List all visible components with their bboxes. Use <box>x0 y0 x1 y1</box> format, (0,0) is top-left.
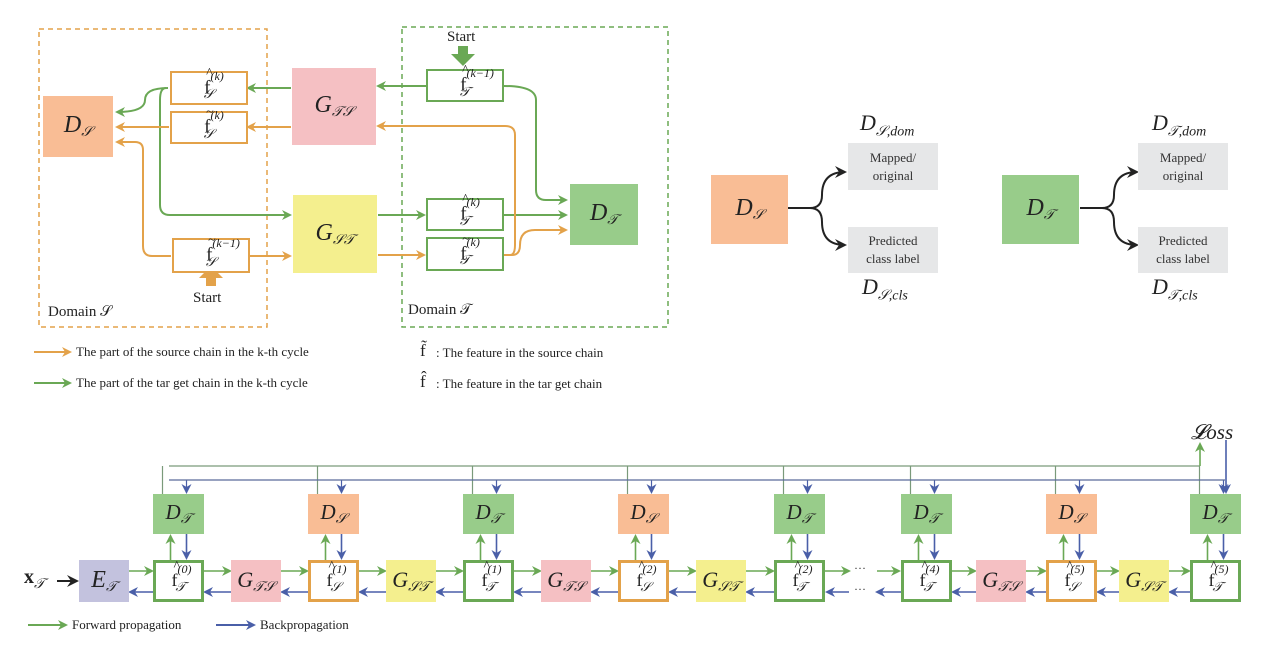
gts-generator-box: G𝒯𝒮 <box>541 560 591 602</box>
gts-generator-box: G𝒯𝒮 <box>292 68 376 145</box>
loss-label: 𝓛oss <box>1191 420 1234 444</box>
dt-discriminator-box: D𝒯 <box>463 494 514 534</box>
dt-discriminator-box: D𝒯 <box>570 184 638 245</box>
start-arrow-source <box>199 266 223 286</box>
feature-target-box: ^f(2)𝒯 <box>774 560 825 602</box>
legend-tilde-glyph: f̃ <box>420 341 426 360</box>
dt-cls-label: D𝒯,cls <box>1152 274 1198 304</box>
feature-ft-hat-km1: ^f(k−1)𝒯 <box>426 64 504 102</box>
domain-s-label: Domain 𝒮 <box>48 304 112 320</box>
feature-target-box: ^f(0)𝒯 <box>153 560 204 602</box>
dt-discriminator-box: D𝒯 <box>774 494 825 534</box>
ds-branch-arrow-cls <box>809 207 847 251</box>
generator-symbol: G𝒮𝒯 <box>392 566 430 595</box>
ds-dom-label: D𝒮,dom <box>860 110 915 140</box>
feature-symbol: ^f(5)𝒯 <box>1208 559 1229 594</box>
start-label-source: Start <box>193 290 222 306</box>
ellipsis: ··· <box>854 561 866 575</box>
dt-discriminator-box: D𝒯 <box>901 494 952 534</box>
arrow-fttildek-to-dt <box>504 225 568 256</box>
gts-symbol: G𝒯𝒮 <box>314 92 354 120</box>
ds-discriminator-box: D𝒮 <box>308 494 359 534</box>
feature-symbol: ^f(5)𝒮 <box>1064 559 1085 594</box>
feature-symbol: ^f(1)𝒮 <box>326 559 347 594</box>
legend-tilde-definition: : The feature in the source chain <box>436 345 604 360</box>
gst-generator-box: G𝒮𝒯 <box>696 560 746 602</box>
feature-symbol: ^f(2)𝒯 <box>792 559 813 594</box>
encoder-et-box: E𝒯 <box>79 560 129 602</box>
ds-discriminator-box: D𝒮 <box>43 96 113 157</box>
legend-source-chain: The part of the source chain in the k-th… <box>76 344 309 359</box>
legend-hat-definition: : The feature in the tar get chain <box>436 376 603 391</box>
feature-source-box: ^f(5)𝒮 <box>1046 560 1097 602</box>
feature-symbol: ^f(1)𝒯 <box>481 559 502 594</box>
gst-generator-box: G𝒮𝒯 <box>1119 560 1169 602</box>
ds-cls-label: D𝒮,cls <box>862 274 908 304</box>
legend-target-chain: The part of the tar get chain in the k-t… <box>76 375 308 390</box>
ds-dom-output: Mapped/original <box>848 143 938 190</box>
dt-branch-arrow-cls <box>1101 207 1139 251</box>
ds-panel-box: D𝒮 <box>711 175 788 244</box>
arrow-fskm1-to-ds <box>115 137 171 257</box>
feature-ft-hat-k: ^f(k)𝒯 <box>426 193 504 231</box>
gts-generator-box: G𝒯𝒮 <box>231 560 281 602</box>
feature-target-box: ^f(5)𝒯 <box>1190 560 1241 602</box>
gts-generator-box: G𝒯𝒮 <box>976 560 1026 602</box>
gst-symbol: G𝒮𝒯 <box>315 219 355 248</box>
dt-discriminator-box: D𝒯 <box>1190 494 1241 534</box>
feature-fs-tilde-k: ~f(k)𝒮 <box>170 106 248 144</box>
arrow-ftkm1-to-dt <box>503 85 568 205</box>
gst-generator-box: G𝒮𝒯 <box>293 195 377 273</box>
feature-source-box: ^f(2)𝒮 <box>618 560 669 602</box>
generator-symbol: G𝒮𝒯 <box>702 566 740 595</box>
legend-hat-glyph: f̂ <box>420 372 426 391</box>
start-label-target: Start <box>447 29 476 45</box>
generator-symbol: G𝒯𝒮 <box>547 566 585 595</box>
ds-discriminator-box: D𝒮 <box>1046 494 1097 534</box>
generator-symbol: G𝒮𝒯 <box>1125 566 1163 595</box>
domain-t-label: Domain 𝒯 <box>408 302 472 318</box>
arrow-fttildek-to-gts <box>376 121 516 256</box>
arrow-fshatk-to-gst <box>159 87 292 220</box>
domain-s-region <box>38 28 268 328</box>
dt-branch-arrows <box>1080 166 1139 209</box>
ds-branch-arrows <box>788 166 847 209</box>
legend-backward-label: Backpropagation <box>260 617 349 632</box>
feature-symbol: ^f(4)𝒯 <box>919 559 940 594</box>
feature-fs-tilde-km1: ~f(k−1)𝒮 <box>172 234 250 273</box>
domain-t-region <box>401 26 669 328</box>
start-arrow-target <box>451 46 475 66</box>
generator-symbol: G𝒯𝒮 <box>237 566 275 595</box>
legend-forward-label: Forward propagation <box>72 617 182 632</box>
feature-fs-hat-k: ^f(k)𝒮 <box>170 66 248 105</box>
feature-ft-tilde-k: ~f(k)𝒯 <box>426 232 504 271</box>
dt-panel-box: D𝒯 <box>1002 175 1079 244</box>
arrow-fshatk-to-ds <box>115 87 169 117</box>
generator-symbol: G𝒯𝒮 <box>982 566 1020 595</box>
dt-discriminator-box: D𝒯 <box>153 494 204 534</box>
dt-dom-label: D𝒯,dom <box>1152 110 1207 140</box>
ds-symbol: D𝒮 <box>63 112 93 140</box>
input-xt-label: x𝒯 <box>24 566 45 592</box>
feature-symbol: ^f(2)𝒮 <box>636 559 657 594</box>
feature-source-box: ^f(1)𝒮 <box>308 560 359 602</box>
feature-target-box: ^f(4)𝒯 <box>901 560 952 602</box>
bottom-chain-connections <box>28 440 1231 630</box>
ds-discriminator-box: D𝒮 <box>618 494 669 534</box>
feature-target-box: ^f(1)𝒯 <box>463 560 514 602</box>
gst-generator-box: G𝒮𝒯 <box>386 560 436 602</box>
dt-symbol: D𝒯 <box>589 200 619 228</box>
dt-dom-output: Mapped/original <box>1138 143 1228 190</box>
feature-symbol: ^f(0)𝒯 <box>171 559 192 594</box>
ellipsis: ··· <box>854 582 866 596</box>
